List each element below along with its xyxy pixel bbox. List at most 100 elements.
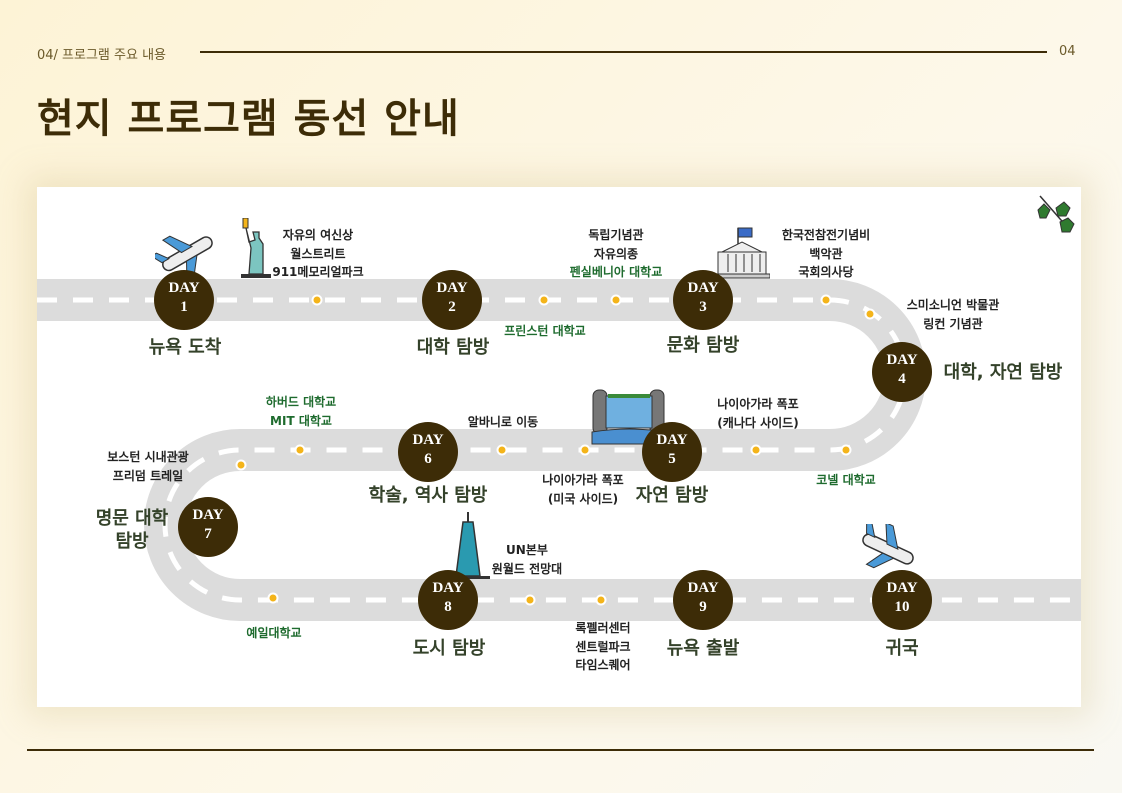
route-stop-dot bbox=[496, 444, 508, 456]
day-label: DAY bbox=[687, 580, 719, 596]
day-label: DAY bbox=[412, 432, 444, 448]
spot-label: 원월드 전망대 bbox=[491, 561, 563, 576]
day-3-marker: DAY 3 bbox=[673, 270, 733, 330]
spot-label: 하버드 대학교 bbox=[265, 395, 337, 409]
day-5-title: 자연 탐방 bbox=[635, 485, 709, 506]
day-8-marker: DAY 8 bbox=[418, 570, 478, 630]
statue-of-liberty-icon bbox=[241, 218, 271, 278]
day-3-title: 문화 탐방 bbox=[666, 335, 740, 356]
day-4-marker: DAY 4 bbox=[872, 342, 932, 402]
spot-label: 프리덤 트레일 bbox=[112, 468, 184, 483]
cornell-label: 코넬 대학교 bbox=[816, 473, 876, 487]
yale-label: 예일대학교 bbox=[246, 626, 302, 640]
breadcrumb: 04/ 프로그램 주요 내용 bbox=[37, 48, 166, 63]
harvard-mit-label: 하버드 대학교 MIT 대학교 bbox=[266, 393, 336, 430]
spot-label: 나이아가라 폭포 bbox=[542, 473, 624, 487]
spot-label: (미국 사이드) bbox=[547, 491, 619, 506]
spot-label: 자유의종 bbox=[593, 246, 639, 261]
route-stop-dot bbox=[864, 308, 876, 320]
day-2-marker: DAY 2 bbox=[422, 270, 482, 330]
day-10-marker: DAY 10 bbox=[872, 570, 932, 630]
spot-label: 한국전참전기념비 bbox=[781, 228, 871, 242]
spot-label: 독립기념관 bbox=[588, 228, 644, 242]
day-number: 10 bbox=[894, 598, 910, 615]
day-label: DAY bbox=[886, 352, 918, 368]
day-number: 8 bbox=[444, 598, 452, 615]
day-label: DAY bbox=[656, 432, 688, 448]
day-label: DAY bbox=[168, 280, 200, 296]
airplane-landing-icon bbox=[862, 524, 914, 569]
day-1-marker: DAY 1 bbox=[154, 270, 214, 330]
day-label: DAY bbox=[436, 280, 468, 296]
day-4-title: 대학, 자연 탐방 bbox=[943, 362, 1063, 383]
footer-divider bbox=[27, 749, 1094, 751]
page-title: 현지 프로그램 동선 안내 bbox=[37, 96, 460, 142]
spot-label: 센트럴파크 bbox=[575, 639, 631, 654]
route-stop-dot bbox=[524, 594, 536, 606]
day-label: DAY bbox=[886, 580, 918, 596]
spot-label: MIT 대학교 bbox=[270, 413, 332, 428]
spot-label: (캐나다 사이드) bbox=[717, 415, 799, 430]
spot-label: 국회의사당 bbox=[798, 265, 854, 280]
route-stop-dot bbox=[267, 592, 279, 604]
spot-label: 자유의 여신상 bbox=[282, 228, 354, 242]
route-stop-dot bbox=[820, 294, 832, 306]
day-number: 2 bbox=[448, 298, 456, 315]
airplane-icon bbox=[155, 235, 213, 277]
day-number: 7 bbox=[204, 525, 212, 542]
day-label: DAY bbox=[687, 280, 719, 296]
spot-label: 보스턴 시내관광 bbox=[107, 450, 189, 464]
header-divider bbox=[200, 51, 1047, 53]
route-stop-dot bbox=[235, 459, 247, 471]
day-10-title: 귀국 bbox=[885, 638, 919, 659]
spot-label: 링컨 기념관 bbox=[923, 316, 983, 331]
spot-label: 백악관 bbox=[809, 246, 843, 261]
day-6-marker: DAY 6 bbox=[398, 422, 458, 482]
day-1-title: 뉴욕 도착 bbox=[148, 337, 222, 358]
ivy-leaf-icon bbox=[1037, 195, 1075, 233]
day-9-marker: DAY 9 bbox=[673, 570, 733, 630]
upenn-label: 펜실베니아 대학교 bbox=[569, 265, 663, 280]
page-number: 04 bbox=[1059, 44, 1076, 59]
day-number: 6 bbox=[424, 450, 432, 467]
spot-label: 스미소니언 박물관 bbox=[906, 298, 1000, 312]
route-stop-dot bbox=[579, 444, 591, 456]
day-2-title: 대학 탐방 bbox=[416, 337, 490, 358]
route-stop-dot bbox=[840, 444, 852, 456]
spot-label: 나이아가라 폭포 bbox=[717, 397, 799, 411]
spot-label: 월스트리트 bbox=[290, 246, 346, 261]
day-8-title: 도시 탐방 bbox=[412, 638, 486, 659]
day-number: 9 bbox=[699, 598, 707, 615]
day-9-title: 뉴욕 출발 bbox=[666, 638, 740, 659]
route-stop-dot bbox=[538, 294, 550, 306]
day-label: DAY bbox=[432, 580, 464, 596]
spot-label: 록펠러센터 bbox=[575, 621, 631, 635]
day-number: 1 bbox=[180, 298, 188, 315]
princeton-label: 프린스턴 대학교 bbox=[504, 324, 586, 338]
day-label: DAY bbox=[192, 507, 224, 523]
capitol-building-icon bbox=[714, 227, 770, 279]
day-7-marker: DAY 7 bbox=[178, 497, 238, 557]
day-number: 3 bbox=[699, 298, 707, 315]
day-7-title: 명문 대학 탐방 bbox=[95, 508, 169, 553]
day-6-title: 학술, 역사 탐방 bbox=[368, 485, 488, 506]
route-stop-dot bbox=[311, 294, 323, 306]
route-stop-dot bbox=[294, 444, 306, 456]
spot-label: 타임스퀘어 bbox=[575, 658, 631, 673]
route-stop-dot bbox=[750, 444, 762, 456]
day-number: 4 bbox=[898, 370, 906, 387]
one-world-trade-center-icon bbox=[454, 512, 490, 579]
spot-label: 911메모리얼파크 bbox=[272, 265, 364, 280]
route-stop-dot bbox=[595, 594, 607, 606]
route-stop-dot bbox=[610, 294, 622, 306]
albany-label: 알바니로 이동 bbox=[467, 415, 539, 429]
spot-label: UN본부 bbox=[506, 543, 548, 557]
